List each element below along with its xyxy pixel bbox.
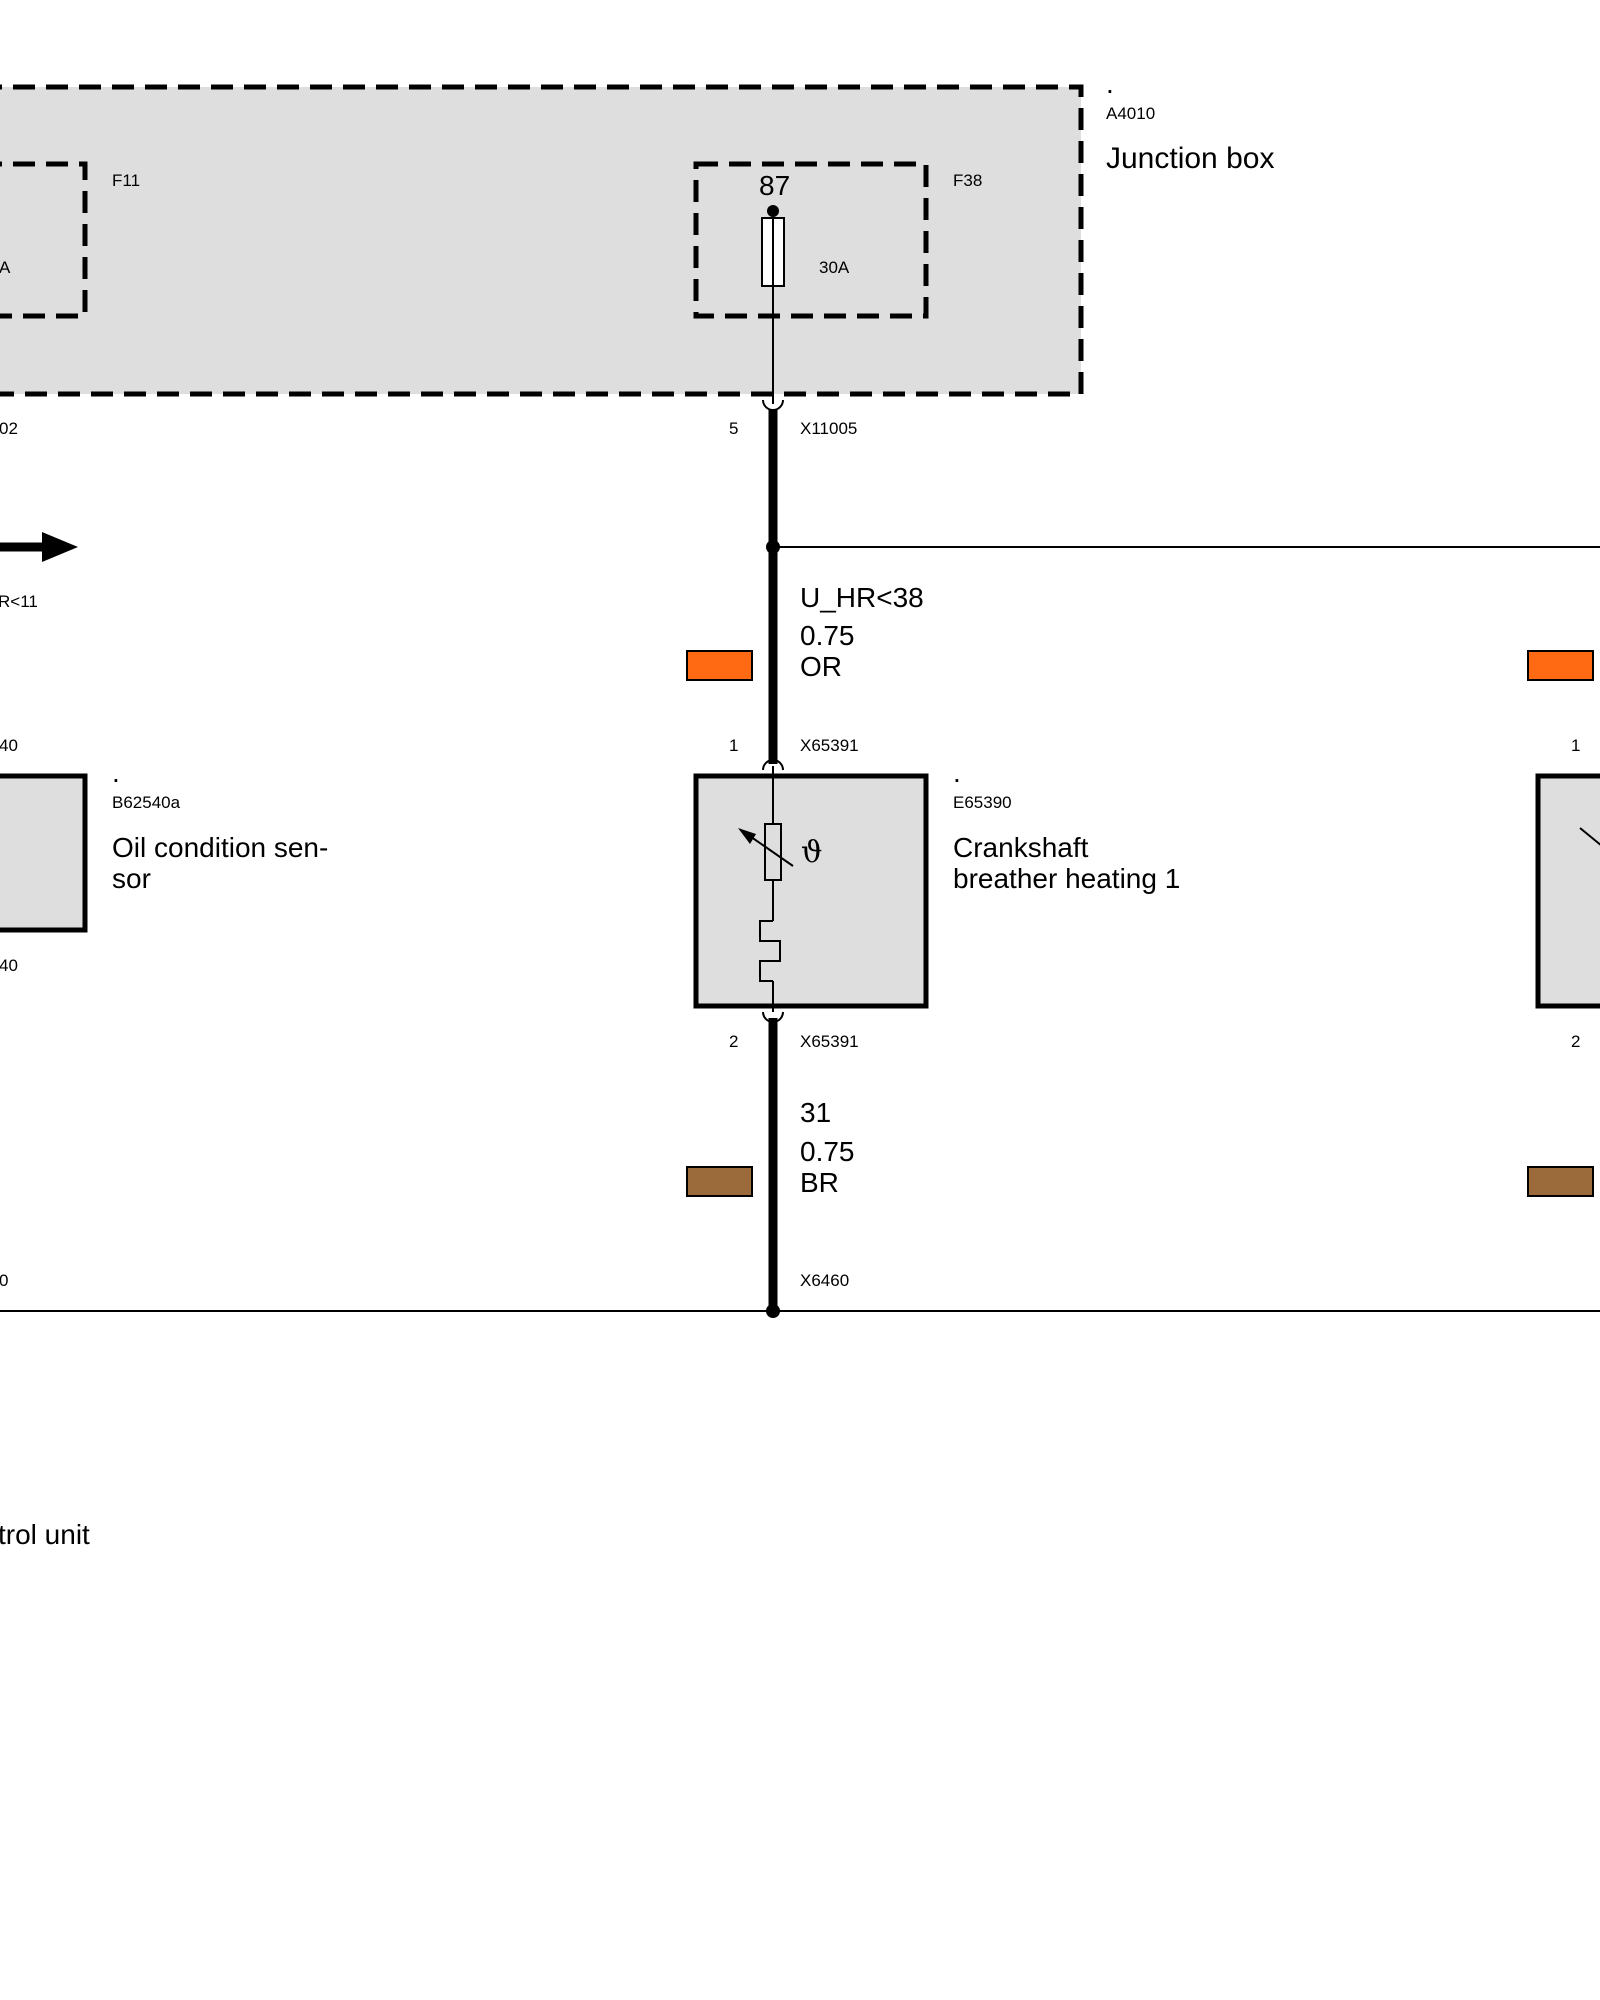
fuse-f38-label: F38 <box>953 171 982 190</box>
right-pin-top: 1 <box>1571 736 1580 755</box>
heater-name-line1: Crankshaft <box>953 832 1089 863</box>
wire-power-color-code: OR <box>800 651 842 682</box>
wire-color-swatch-orange <box>686 650 753 681</box>
wire-power-gauge: 0.75 <box>800 620 855 651</box>
fuse-f38-rating: 30A <box>819 258 850 277</box>
oil-sensor-dot: . <box>112 757 120 788</box>
fuse-f11-box <box>0 161 88 319</box>
left-connector-fragment: 02 <box>0 419 18 438</box>
fuse-f38-terminal: 87 <box>759 170 790 201</box>
left-signal-fragment: R<11 <box>0 592 38 611</box>
wire-power-signal: U_HR<38 <box>800 582 924 613</box>
left-pin-fragment-b: 40 <box>0 956 18 975</box>
right-pin-bottom: 2 <box>1571 1032 1580 1051</box>
junction-box-code: A4010 <box>1106 104 1155 123</box>
oil-sensor-name-line1: Oil condition sen- <box>112 832 328 863</box>
wire-ground-signal: 31 <box>800 1097 831 1128</box>
wire-ground-gauge: 0.75 <box>800 1136 855 1167</box>
oil-sensor-box <box>0 773 88 933</box>
control-unit-fragment: trol unit <box>0 1519 90 1550</box>
heater-box <box>693 773 929 1009</box>
wire-color-swatch-orange-right <box>1527 650 1594 681</box>
ptc-arrow-icon <box>738 828 756 844</box>
left-ground-fragment: 0 <box>0 1271 8 1290</box>
ground-connector-name: X6460 <box>800 1271 849 1290</box>
connector-x11005-pin: 5 <box>729 419 738 438</box>
connector-x11005-name: X11005 <box>800 419 857 438</box>
heater-pin-top-connector: X65391 <box>800 736 859 755</box>
heater-pin-bottom-connector: X65391 <box>800 1032 859 1051</box>
fuse-f11-label: F11 <box>112 171 140 190</box>
wire-ground-color-code: BR <box>800 1167 839 1198</box>
ground-splice-dot <box>766 1304 780 1318</box>
fuse-f38-box <box>693 161 929 319</box>
left-pin-fragment-a: 40 <box>0 736 18 755</box>
wire-color-swatch-brown-right <box>1527 1166 1594 1197</box>
heater-code: E65390 <box>953 793 1012 812</box>
heater-pin-top: 1 <box>729 736 738 755</box>
right-component-box <box>1535 773 1600 1009</box>
junction-box-name: Junction box <box>1106 142 1274 175</box>
ptc-theta-icon: ϑ <box>801 835 822 870</box>
heating-element-icon <box>759 920 781 982</box>
heater-dot: . <box>953 757 961 788</box>
continuation-arrow-icon <box>42 532 78 562</box>
right-component-symbol-icon <box>1579 827 1600 846</box>
fuse-f11-rating-fragment: A <box>0 258 11 277</box>
heater-name-line2: breather heating 1 <box>953 863 1180 894</box>
junction-box-housing <box>0 84 1084 397</box>
oil-sensor-code: B62540a <box>112 793 181 812</box>
heater-pin-bottom: 2 <box>729 1032 738 1051</box>
junction-box-dot: . <box>1106 68 1114 99</box>
heater-top-arc-icon <box>762 759 784 771</box>
oil-sensor-name-line2: sor <box>112 863 151 894</box>
wire-color-swatch-brown <box>686 1166 753 1197</box>
